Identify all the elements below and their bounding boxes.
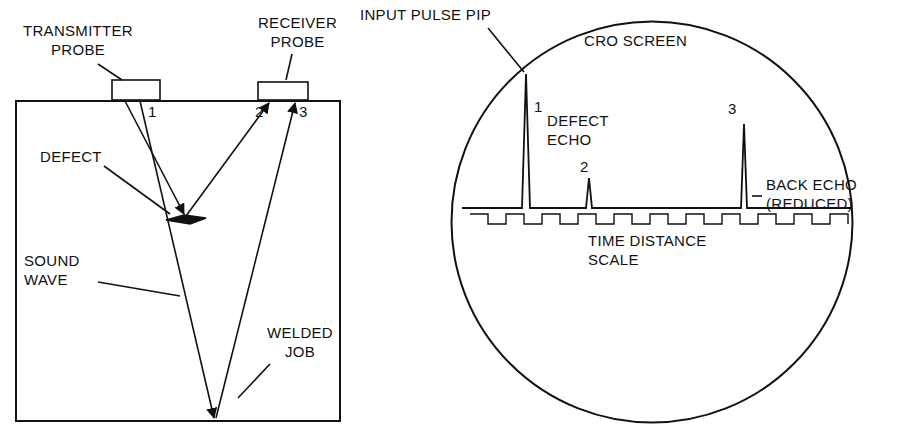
- callout-number: 3: [299, 103, 315, 122]
- leader-line: [238, 364, 270, 398]
- leader-line: [286, 54, 292, 80]
- leader-line: [752, 195, 762, 197]
- part-label: RECEIVER PROBE: [250, 14, 345, 52]
- part-label: SOUND WAVE: [24, 252, 99, 290]
- part-label: BACK ECHO (REDUCED): [766, 176, 866, 214]
- screen-outline: [450, 20, 854, 424]
- node-label: CRO SCREEN: [584, 32, 704, 51]
- part-label: TRANSMITTER PROBE: [18, 22, 138, 60]
- part-label: TIME DISTANCE SCALE: [588, 232, 738, 270]
- node-label: WELDED JOB: [265, 324, 335, 362]
- time-distance-scale: [470, 214, 848, 224]
- screen-outline: [452, 22, 853, 423]
- leader-line: [488, 28, 524, 72]
- part-label: DEFECT ECHO: [547, 112, 622, 150]
- leader-line: [98, 64, 122, 80]
- cro-screen: CRO SCREEN: [450, 20, 854, 424]
- sound-path: [125, 101, 184, 214]
- sound-path: [216, 103, 295, 418]
- leader-line: [104, 166, 170, 214]
- callout-number: 2: [255, 103, 271, 122]
- transmitter-probe: [112, 80, 160, 100]
- receiver-probe: [258, 82, 308, 100]
- callout-number: 3: [728, 100, 744, 119]
- part-label: DEFECT: [40, 148, 120, 167]
- callout-number: 2: [580, 158, 596, 177]
- part-label: INPUT PULSE PIP: [360, 6, 510, 25]
- callout-number: 1: [148, 103, 164, 122]
- leader-line: [98, 282, 180, 296]
- sound-path: [140, 101, 214, 418]
- defect: [166, 215, 206, 224]
